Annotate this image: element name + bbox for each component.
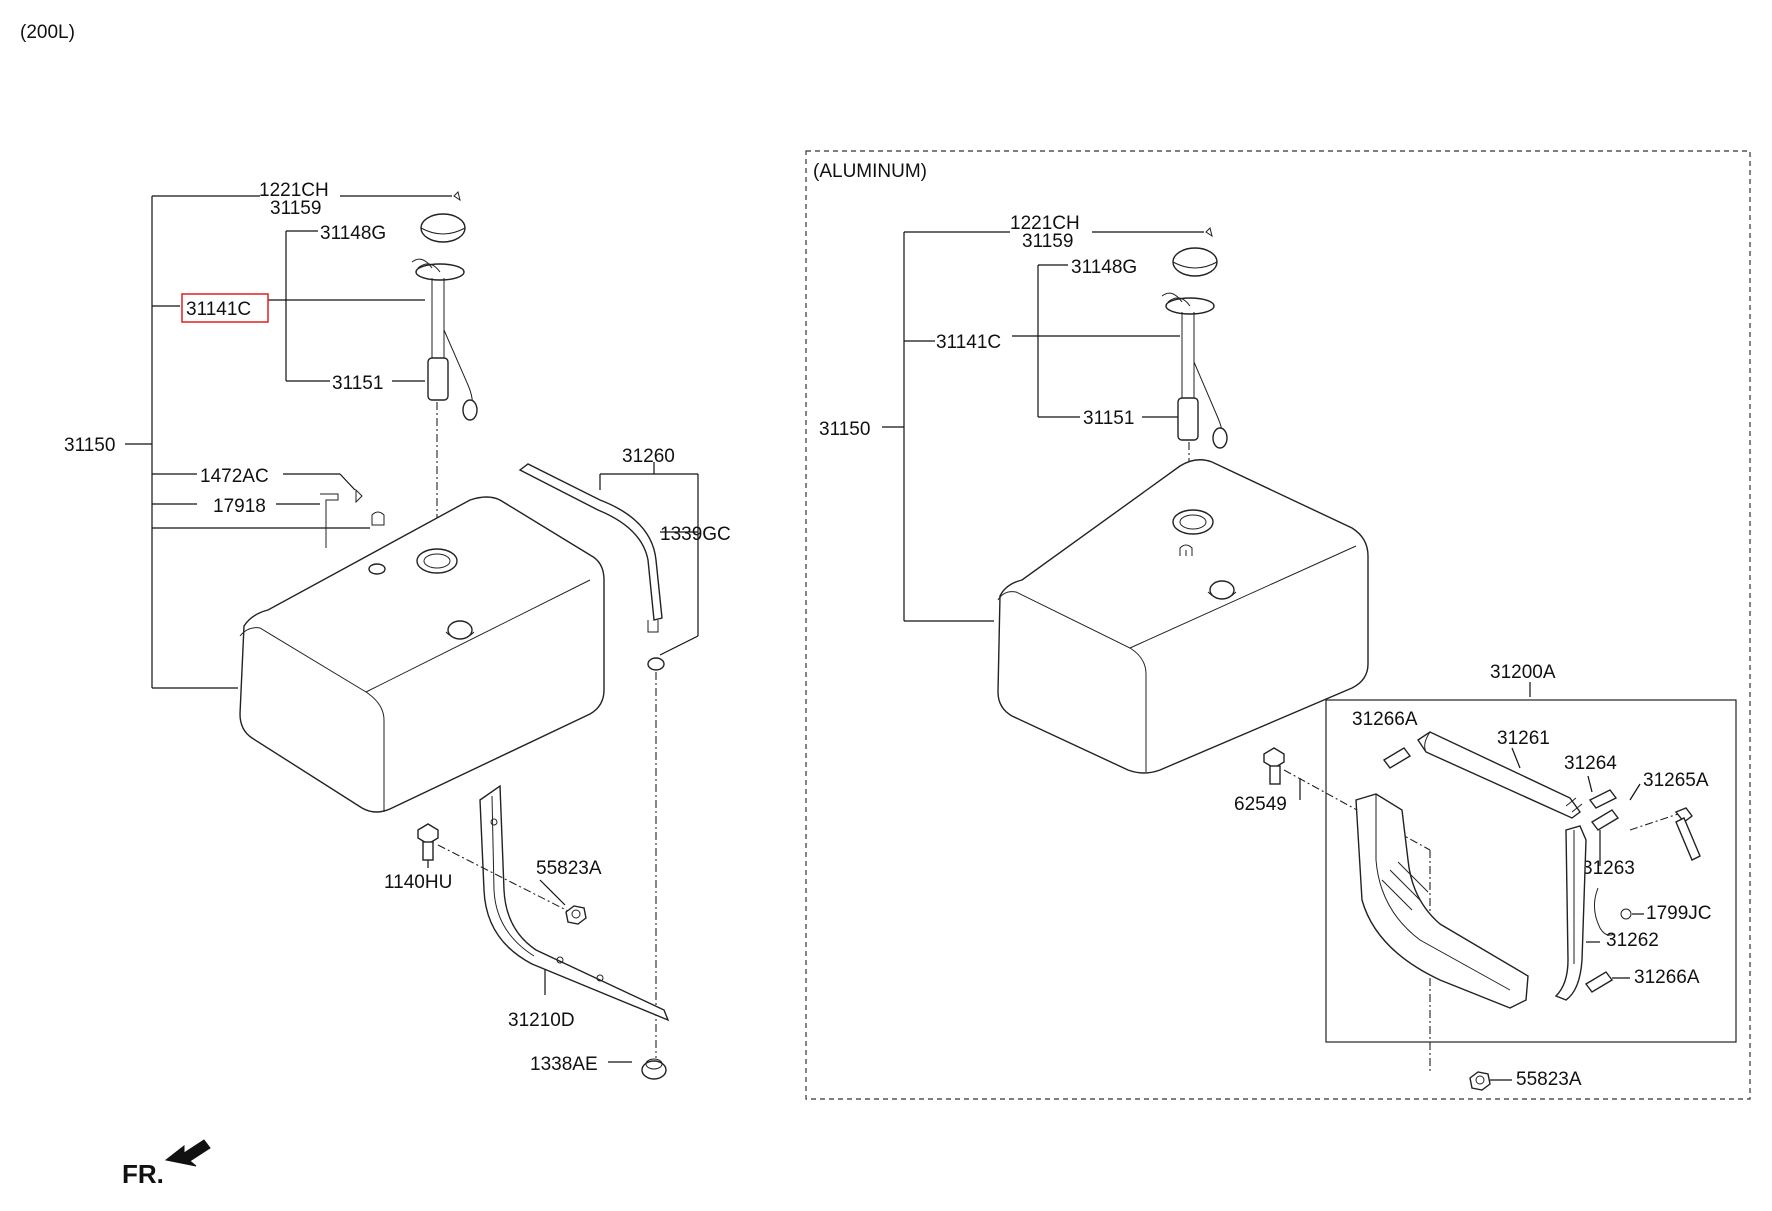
al-label-31200a: 31200A: [1490, 662, 1556, 683]
left-label-31210d: 31210D: [508, 1010, 575, 1031]
al-pin-31264: [1588, 789, 1618, 809]
al-fuel-cap: [1172, 227, 1218, 277]
left-label-31150: 31150: [64, 435, 115, 456]
left-label-31260: 31260: [622, 446, 675, 467]
left-nut-55823a: [565, 905, 587, 925]
left-label-31148g: 31148G: [320, 223, 386, 244]
left-tank-strap: [518, 463, 665, 1058]
al-clip-1799jc: [1594, 887, 1644, 936]
left-fuel-cap: [420, 191, 466, 243]
aluminum-frame: [805, 150, 1751, 1100]
al-strap-kit-box: [1325, 699, 1737, 1043]
al-label-31148g: 31148G: [1071, 257, 1137, 278]
aluminum-assembly: (ALUMINUM) 1221CH 31159 31148G 31141C 31…: [805, 150, 1751, 1100]
left-nut-1338ae: [641, 1058, 667, 1080]
left-fuel-tank: [239, 496, 605, 813]
left-label-31141c: 31141C: [186, 299, 251, 320]
al-label-31141c: 31141C: [936, 332, 1001, 353]
aluminum-title: (ALUMINUM): [813, 161, 927, 182]
al-fuel-sender: [1161, 292, 1228, 449]
al-label-31262: 31262: [1606, 930, 1659, 951]
left-tank-bracket: [479, 784, 670, 1022]
al-fuel-tank: [997, 459, 1369, 774]
al-label-31263: 31263: [1582, 858, 1635, 879]
al-label-31266a-top: 31266A: [1352, 709, 1418, 730]
al-label-31266a-bottom: 31266A: [1634, 967, 1700, 988]
al-label-55823a: 55823A: [1516, 1069, 1582, 1090]
al-nut-55823a: [1469, 1071, 1512, 1091]
al-label-31151: 31151: [1083, 408, 1134, 429]
fr-label: FR.: [122, 1159, 164, 1189]
fr-arrow-icon: [164, 1139, 211, 1167]
al-label-1221ch: 1221CH: [1010, 213, 1080, 234]
al-label-31150: 31150: [819, 419, 870, 440]
left-bolt-1140hu: [417, 823, 571, 913]
left-label-31151: 31151: [332, 373, 383, 394]
left-label-55823a: 55823A: [536, 858, 602, 879]
left-label-31159: 31159: [270, 198, 321, 219]
variant-label: (200L): [20, 22, 75, 43]
al-label-31264: 31264: [1564, 753, 1617, 774]
left-vent-hose: [320, 488, 385, 548]
al-label-1799jc: 1799JC: [1646, 903, 1712, 924]
fr-direction-indicator: FR.: [122, 1139, 211, 1189]
al-label-31261: 31261: [1497, 728, 1550, 749]
left-label-1221ch: 1221CH: [259, 180, 329, 201]
al-label-31265a: 31265A: [1643, 770, 1709, 791]
left-label-17918: 17918: [213, 496, 266, 517]
aluminum-leader-lines: [882, 231, 1531, 800]
al-label-31159: 31159: [1022, 231, 1073, 252]
left-label-1140hu: 1140HU: [384, 872, 452, 893]
al-pin-31263: [1590, 809, 1620, 831]
left-fuel-sender: [411, 258, 478, 421]
al-pin-31266a-top: [1382, 747, 1412, 769]
al-bolt-31265a: [1629, 807, 1701, 861]
al-label-62549: 62549: [1234, 794, 1287, 815]
left-label-1339gc: 1339GC: [660, 524, 731, 545]
al-saddle-bracket: [1355, 793, 1529, 1009]
left-label-1338ae: 1338AE: [530, 1054, 598, 1075]
al-pin-31266a-bottom: [1584, 971, 1630, 993]
al-strap-31262: [1554, 825, 1587, 1001]
left-label-1472ac: 1472AC: [200, 466, 269, 487]
al-strap-31261: [1417, 731, 1583, 819]
left-assembly: 1221CH 31159 31148G 31141C 31151 31150 1…: [64, 180, 731, 1080]
highlight-box-31141c: [181, 293, 269, 323]
